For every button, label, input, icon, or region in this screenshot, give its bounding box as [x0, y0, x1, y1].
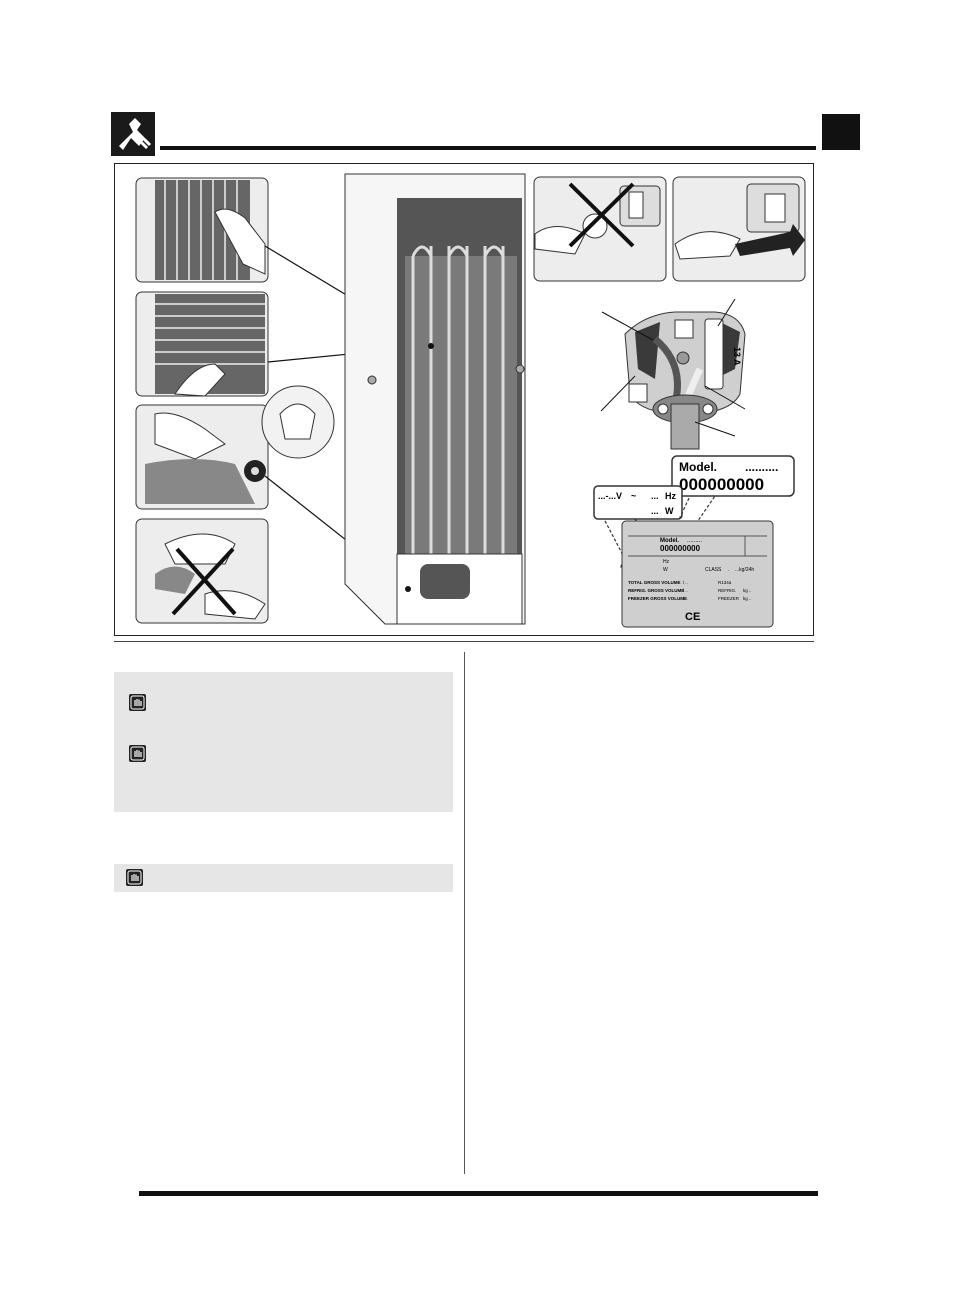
plate-class-label: CLASS — [705, 567, 722, 573]
callout-hz-dots: ... — [651, 491, 659, 501]
ce-mark: CE — [685, 611, 700, 623]
plate-vol-unit-3: l .. — [683, 596, 688, 601]
rating-plate-callout-model: Model. .......... 000000000 — [671, 455, 795, 497]
column-divider — [464, 652, 465, 1174]
fuse — [704, 318, 724, 390]
plate-vol-unit-2: l .. — [683, 588, 688, 593]
fridge-rear-view — [344, 173, 526, 625]
callout-model-label: Model. — [679, 460, 717, 474]
inset-pull-plug-correctly — [672, 176, 806, 282]
plate-w: W — [663, 567, 668, 573]
inset-clean-condenser-top — [135, 177, 269, 283]
inset-drain-tray — [135, 404, 269, 510]
rating-plate-callout-electrical: ...-...V ~ ... Hz ... W — [593, 485, 683, 520]
footer-rule — [139, 1191, 818, 1196]
callout-w-dots: ... — [651, 506, 659, 516]
stop-hand-icon — [126, 869, 143, 886]
header-rule — [160, 146, 816, 150]
inset-do-not-pull-cable — [533, 176, 667, 282]
plate-kwh: ...kg/24h — [735, 567, 754, 573]
plate-kg-2: kg .. — [743, 596, 752, 601]
plate-model-dots: ......... — [687, 538, 702, 544]
inset-clean-condenser-bottom — [135, 291, 269, 397]
stop-hand-icon — [129, 745, 146, 762]
illustration-figure: 13 A Model. .......... 000000000 — [114, 163, 814, 636]
plate-freezer-gross-volume: FREEZER GROSS VOLUME — [628, 596, 687, 601]
callout-voltage: ...-...V — [598, 491, 622, 501]
warning-box — [114, 672, 453, 812]
plate-kg-1: kg .. — [743, 588, 752, 593]
plate-class-dot: . — [728, 567, 729, 573]
plate-vol-unit-1: l .. — [683, 580, 688, 585]
plate-freezer-label: FREEZER — [718, 596, 740, 601]
callout-hz: Hz — [665, 491, 676, 501]
illustration-canvas: 13 A Model. .......... 000000000 — [135, 173, 806, 628]
callout-model-number: 000000000 — [679, 475, 764, 494]
prohibited-cross-icon — [171, 547, 235, 616]
warning-bar — [114, 864, 453, 892]
maintenance-wrench-icon — [111, 112, 155, 156]
callout-model-dots: .......... — [745, 460, 778, 474]
plate-hz: Hz — [663, 559, 670, 565]
plug-wiring-diagram: 13 A — [600, 298, 746, 450]
plate-model-label: Model. — [660, 538, 679, 544]
page-tab-marker — [822, 114, 860, 150]
stop-hand-icon — [129, 694, 146, 711]
plate-total-gross-volume: TOTAL GROSS VOLUME — [628, 580, 681, 585]
inset-do-not-touch-compressor — [135, 518, 269, 624]
figure-bottom-rule — [114, 641, 814, 642]
plate-refrig-label: REFRIG. — [718, 588, 736, 593]
plate-refrig-gross-volume: REFRIG. GROSS VOLUME — [628, 588, 684, 593]
plate-model-number: 000000000 — [660, 544, 701, 553]
plate-refrigerant: R134a — [718, 580, 732, 585]
fuse-label: 13 A — [732, 347, 742, 366]
callout-w: W — [665, 506, 674, 516]
arrow-right-icon — [735, 224, 805, 256]
rating-plate: Model. ......... 000000000 Hz W CLASS . … — [621, 520, 774, 628]
callout-tilde: ~ — [631, 491, 636, 501]
